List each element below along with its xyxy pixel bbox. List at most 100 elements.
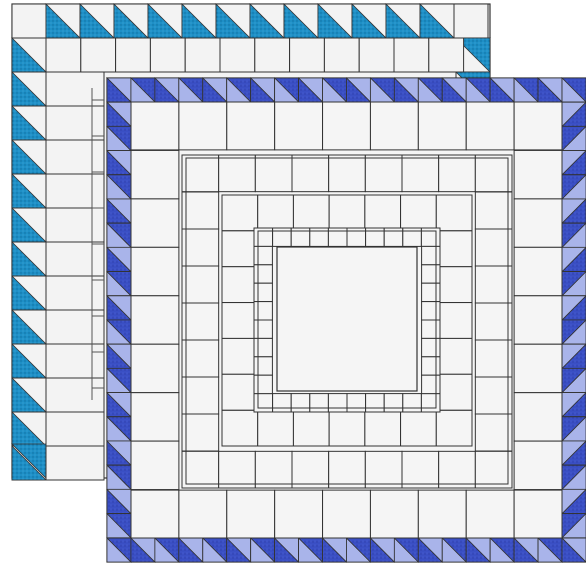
inner-block — [46, 140, 104, 174]
outer-frame-block — [323, 490, 371, 538]
outer-frame-block — [514, 199, 562, 247]
second-frame-block — [182, 266, 219, 303]
second-frame-block — [475, 340, 512, 377]
inner-block — [46, 72, 104, 106]
second-frame-block — [365, 155, 402, 192]
third-frame-block — [436, 338, 472, 374]
outer-frame-block — [131, 199, 179, 247]
plain-center-square — [277, 247, 417, 391]
second-frame-block — [219, 155, 256, 192]
inner-frame-block — [254, 394, 273, 412]
inner-frame-block — [254, 265, 272, 283]
inner-block — [46, 106, 104, 140]
outer-frame-block — [227, 490, 275, 538]
inner-frame-block — [403, 394, 422, 412]
outer-frame-block — [370, 102, 418, 150]
inner-frame-block — [366, 394, 385, 412]
second-frame-block — [182, 414, 219, 451]
inner-block — [46, 208, 104, 242]
inner-frame-block — [422, 302, 440, 320]
second-frame-block — [475, 192, 512, 229]
second-frame-block — [329, 451, 366, 488]
third-frame-block — [401, 195, 437, 231]
outer-frame-block — [275, 102, 323, 150]
outer-frame-block — [418, 490, 466, 538]
third-frame-block — [329, 410, 365, 446]
outer-frame-block — [418, 102, 466, 150]
second-frame-block — [439, 451, 476, 488]
third-frame-block — [293, 410, 329, 446]
third-frame-block — [222, 231, 258, 267]
inner-frame-block — [422, 357, 440, 375]
third-frame-block — [436, 267, 472, 303]
outer-frame-block — [514, 150, 562, 198]
second-frame-block — [439, 155, 476, 192]
third-frame-block — [436, 410, 472, 446]
inner-frame-block — [310, 394, 329, 412]
second-frame-block — [219, 451, 256, 488]
third-frame-block — [365, 195, 401, 231]
inner-frame-block — [291, 394, 310, 412]
second-frame-block — [329, 155, 366, 192]
outer-frame-block — [131, 296, 179, 344]
inner-frame-block — [254, 357, 272, 375]
third-frame-block — [222, 267, 258, 303]
third-frame-block — [436, 374, 472, 410]
inner-frame-block — [422, 338, 440, 356]
inner-frame-block — [422, 320, 440, 338]
third-frame-block — [436, 231, 472, 267]
outer-frame-block — [179, 490, 227, 538]
inner-block — [429, 38, 464, 72]
inner-block — [46, 174, 104, 208]
second-frame-block — [475, 414, 512, 451]
inner-block — [46, 378, 104, 412]
third-frame-block — [222, 374, 258, 410]
inner-frame-block — [422, 265, 440, 283]
second-frame-block — [475, 303, 512, 340]
inner-block — [81, 38, 116, 72]
outer-frame-block — [514, 247, 562, 295]
inner-block — [46, 276, 104, 310]
third-frame-block — [365, 410, 401, 446]
blue-medallion-quilt — [107, 78, 586, 562]
inner-frame-block — [347, 394, 366, 412]
second-frame-block — [475, 229, 512, 266]
second-frame-block — [292, 155, 329, 192]
second-frame-block — [182, 155, 219, 192]
third-frame-block — [436, 195, 472, 231]
inner-block — [46, 344, 104, 378]
inner-block — [324, 38, 359, 72]
inner-frame-block — [273, 394, 292, 412]
outer-frame-block — [131, 441, 179, 489]
sawtooth-block — [454, 4, 488, 38]
third-frame-block — [222, 338, 258, 374]
inner-frame-block — [254, 283, 272, 301]
inner-frame-block — [254, 302, 272, 320]
inner-frame-block — [422, 375, 440, 393]
outer-frame-block — [514, 490, 562, 538]
outer-frame-block — [131, 150, 179, 198]
second-frame-block — [182, 340, 219, 377]
inner-frame-block — [422, 283, 440, 301]
second-frame-block — [292, 451, 329, 488]
outer-frame-block — [466, 102, 514, 150]
inner-block — [394, 38, 429, 72]
third-frame-block — [222, 195, 258, 231]
second-frame-block — [402, 155, 439, 192]
inner-block — [46, 412, 104, 446]
second-frame-block — [475, 451, 512, 488]
inner-frame-block — [422, 246, 440, 264]
inner-frame-block — [254, 375, 272, 393]
inner-block — [185, 38, 220, 72]
second-frame-block — [182, 229, 219, 266]
outer-frame-block — [179, 102, 227, 150]
third-frame-block — [258, 410, 294, 446]
second-frame-block — [182, 451, 219, 488]
inner-block — [290, 38, 325, 72]
outer-frame-block — [131, 102, 179, 150]
inner-block — [150, 38, 185, 72]
inner-frame-block — [421, 394, 440, 412]
second-frame-block — [475, 266, 512, 303]
outer-frame-block — [227, 102, 275, 150]
outer-frame-block — [514, 344, 562, 392]
